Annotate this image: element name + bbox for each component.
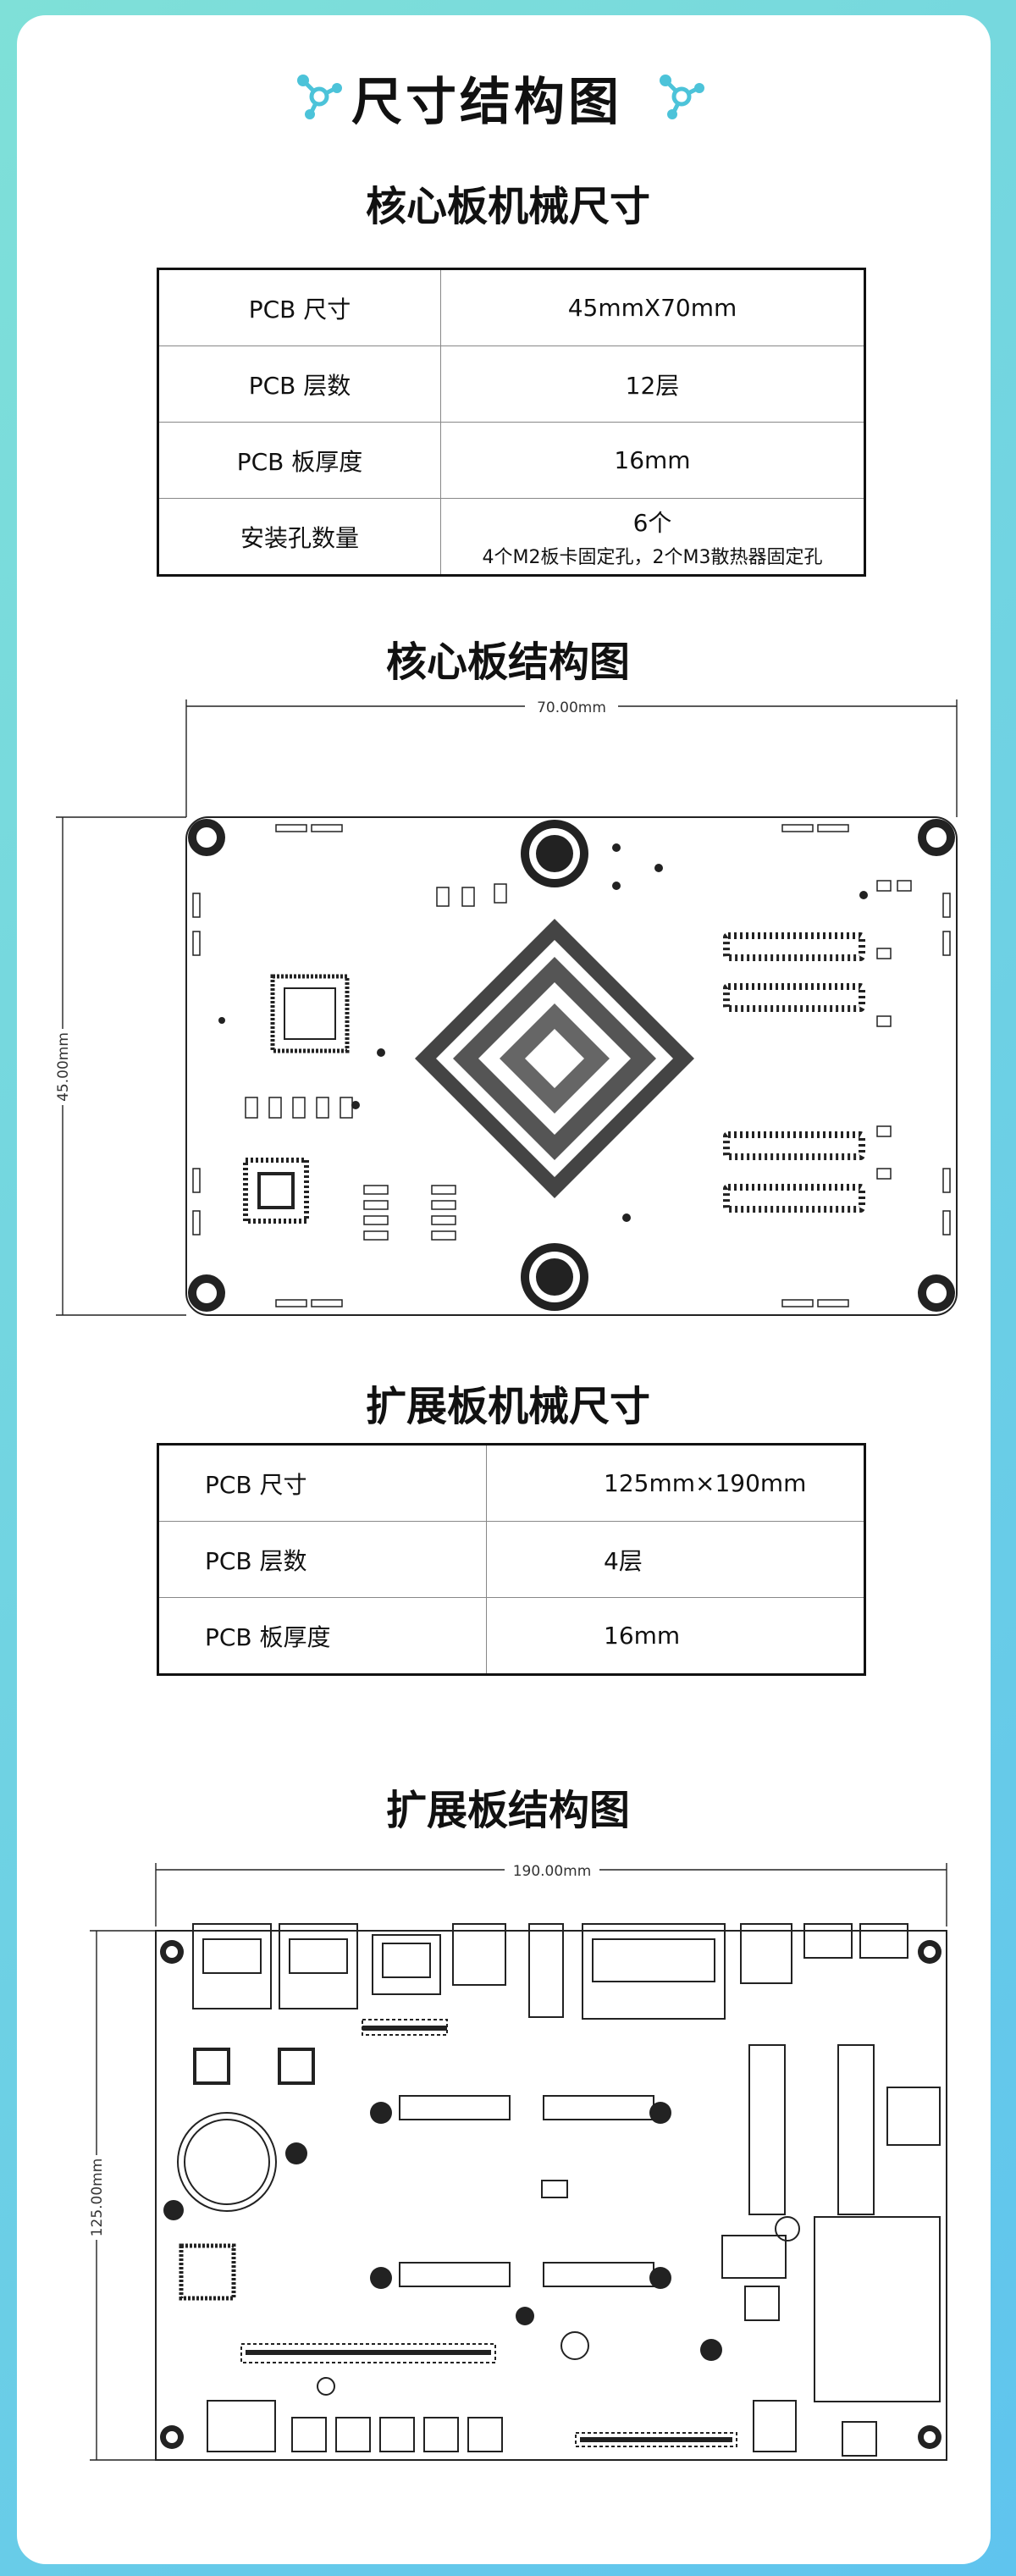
spec-value: 16mm (486, 1597, 865, 1675)
ext-width-label: 190.00mm (513, 1863, 592, 1880)
ext-board-drawing: 190.00mm 125.00mm (88, 1862, 947, 2461)
spec-value: 16mm (440, 422, 865, 499)
core-spec-table: PCB 尺寸 45mmX70mm PCB 层数 12层 PCB 板厚度 16mm… (157, 268, 866, 577)
core-height-label: 45.00mm (55, 1032, 72, 1102)
table-row: PCB 尺寸 125mm×190mm (157, 1444, 865, 1522)
core-mech-title: 核心板机械尺寸 (365, 183, 650, 230)
ext-mech-title: 扩展板机械尺寸 (365, 1383, 650, 1430)
table-row: PCB 板厚度 16mm (157, 1597, 865, 1675)
table-row: PCB 板厚度 16mm (157, 422, 865, 499)
molecule-icon-left (297, 75, 342, 119)
spec-label: PCB 层数 (157, 345, 441, 423)
core-width-label: 70.00mm (537, 699, 606, 716)
spec-label: PCB 层数 (157, 1521, 487, 1598)
table-row: PCB 层数 4层 (157, 1521, 865, 1598)
molecule-icon-right (660, 75, 704, 119)
ext-spec-table: PCB 尺寸 125mm×190mm PCB 层数 4层 PCB 板厚度 16m… (157, 1443, 866, 1676)
core-struct-title: 核心板结构图 (385, 638, 630, 686)
ext-struct-title: 扩展板结构图 (385, 1787, 630, 1834)
spec-value: 125mm×190mm (486, 1444, 865, 1522)
spec-value: 4层 (486, 1521, 865, 1598)
core-board-drawing: 70.00mm 45.00mm (54, 699, 958, 1316)
spec-value: 12层 (440, 345, 865, 423)
spec-note: 4个M2板卡固定孔，2个M3散热器固定孔 (482, 546, 823, 568)
spec-value: 45mmX70mm (440, 268, 865, 346)
table-row: PCB 层数 12层 (157, 345, 865, 423)
ext-height-label: 125.00mm (89, 2159, 106, 2237)
spec-label: 安装孔数量 (157, 498, 441, 576)
table-row: PCB 尺寸 45mmX70mm (157, 268, 865, 346)
table-row: 安装孔数量 6个 4个M2板卡固定孔，2个M3散热器固定孔 (157, 498, 865, 576)
spec-label: PCB 尺寸 (157, 268, 441, 346)
spec-value: 6个 (632, 508, 672, 537)
spec-label: PCB 板厚度 (157, 1597, 487, 1675)
page-title: 尺寸结构图 (351, 73, 622, 132)
spec-label: PCB 板厚度 (157, 422, 441, 499)
spec-label: PCB 尺寸 (157, 1444, 487, 1522)
spec-value-cell: 6个 4个M2板卡固定孔，2个M3散热器固定孔 (440, 498, 865, 576)
